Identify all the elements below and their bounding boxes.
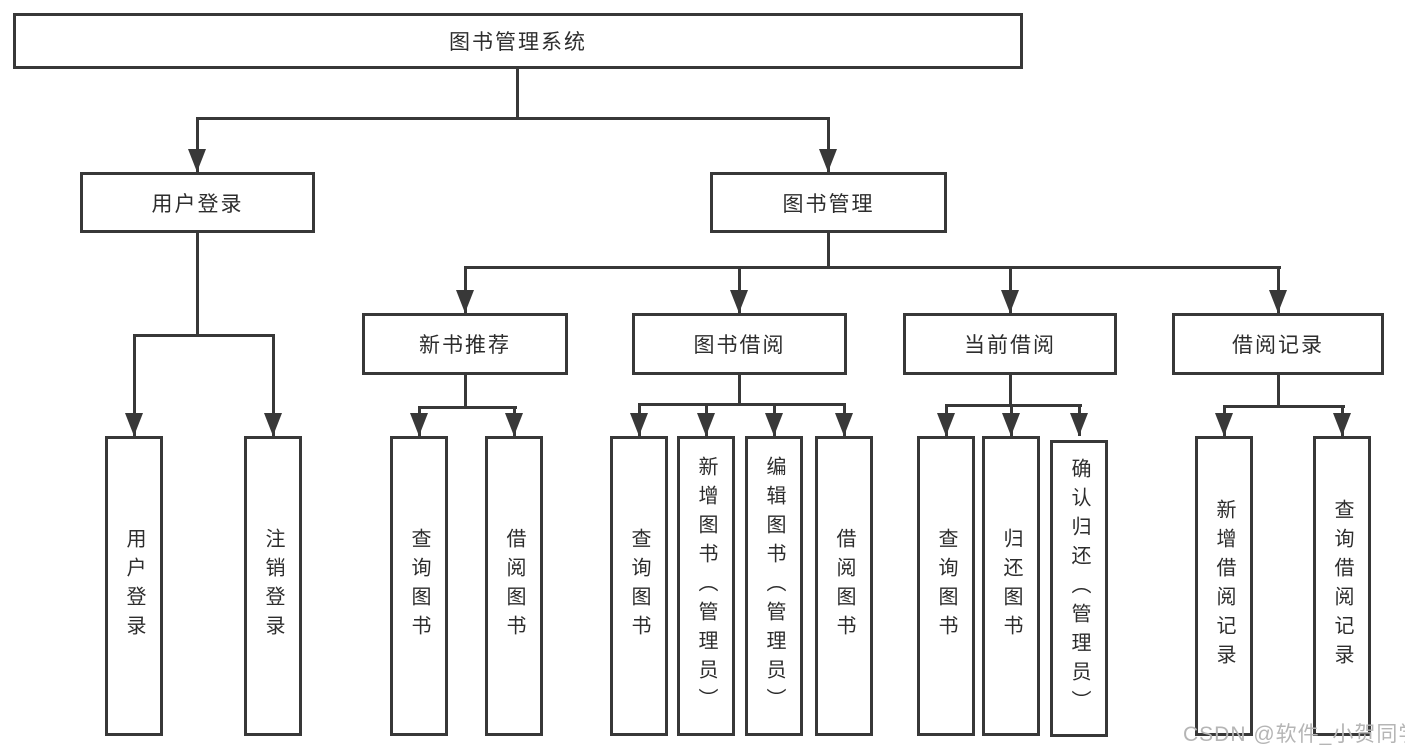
arrow-down-icon bbox=[1001, 290, 1019, 313]
connector-line bbox=[464, 266, 467, 313]
connector-line bbox=[516, 69, 519, 119]
arrow-down-icon bbox=[1002, 413, 1020, 436]
user-login-branch-box: 用户登录 bbox=[80, 172, 315, 233]
connector-line bbox=[1223, 405, 1345, 408]
leaf-br-query-record-box: 查询借阅记录 bbox=[1313, 436, 1371, 736]
leaf-cb-confirm-return-box: 确认归还（管理员） bbox=[1050, 440, 1108, 737]
book-management-branch-box: 图书管理 bbox=[710, 172, 947, 233]
root-box: 图书管理系统 bbox=[13, 13, 1023, 69]
leaf-cb-return-book-label: 归还图书 bbox=[1000, 528, 1022, 644]
leaf-bb-add-book-label: 新增图书（管理员） bbox=[695, 455, 717, 717]
leaf-nbr-query-book-label: 查询图书 bbox=[408, 528, 430, 644]
leaf-bb-edit-book-label: 编辑图书（管理员） bbox=[763, 455, 785, 717]
connector-line bbox=[196, 232, 199, 336]
connector-line bbox=[133, 334, 275, 337]
leaf-cb-return-book-box: 归还图书 bbox=[982, 436, 1040, 736]
connector-line bbox=[827, 233, 830, 269]
connector-line bbox=[738, 375, 741, 405]
connector-line bbox=[418, 406, 517, 409]
leaf-bb-add-book-box: 新增图书（管理员） bbox=[677, 436, 735, 736]
connector-line bbox=[464, 375, 467, 408]
borrow-records-box: 借阅记录 bbox=[1172, 313, 1384, 375]
arrow-down-icon bbox=[835, 413, 853, 436]
leaf-br-add-record-label: 新增借阅记录 bbox=[1213, 499, 1235, 673]
arrow-down-icon bbox=[125, 413, 143, 436]
new-book-recommend-label: 新书推荐 bbox=[419, 334, 511, 357]
leaf-cb-query-book-box: 查询图书 bbox=[917, 436, 975, 736]
csdn-watermark: CSDN @软件_小贺同学 bbox=[1183, 723, 1405, 746]
user-login-branch-label: 用户登录 bbox=[151, 192, 244, 216]
leaf-bb-query-book-box: 查询图书 bbox=[610, 436, 668, 736]
arrow-down-icon bbox=[1070, 413, 1088, 436]
arrow-down-icon bbox=[188, 149, 206, 172]
root-label: 图书管理系统 bbox=[449, 31, 587, 54]
leaf-cb-confirm-return-label: 确认归还（管理员） bbox=[1068, 458, 1090, 719]
arrow-down-icon bbox=[697, 413, 715, 436]
leaf-br-add-record-box: 新增借阅记录 bbox=[1195, 436, 1253, 736]
leaf-br-query-record-label: 查询借阅记录 bbox=[1331, 499, 1353, 673]
connector-line bbox=[738, 266, 741, 313]
leaf-logout-label: 注销登录 bbox=[262, 528, 284, 644]
connector-line bbox=[133, 334, 136, 436]
leaf-bb-borrow-book-box: 借阅图书 bbox=[815, 436, 873, 736]
leaf-nbr-query-book-box: 查询图书 bbox=[390, 436, 448, 736]
connector-line bbox=[1009, 375, 1012, 406]
leaf-bb-query-book-label: 查询图书 bbox=[628, 528, 650, 644]
leaf-cb-query-book-label: 查询图书 bbox=[935, 528, 957, 644]
connector-line bbox=[1277, 375, 1280, 407]
arrow-down-icon bbox=[730, 290, 748, 313]
arrow-down-icon bbox=[765, 413, 783, 436]
book-management-branch-label: 图书管理 bbox=[782, 192, 875, 216]
connector-line bbox=[1009, 266, 1012, 313]
connector-line bbox=[272, 334, 275, 436]
book-borrow-label: 图书借阅 bbox=[693, 334, 786, 357]
connector-line bbox=[196, 117, 199, 172]
arrow-down-icon bbox=[410, 413, 428, 436]
current-borrow-box: 当前借阅 bbox=[903, 313, 1117, 375]
arrow-down-icon bbox=[1333, 413, 1351, 436]
leaf-nbr-borrow-book-label: 借阅图书 bbox=[503, 528, 525, 644]
connector-line bbox=[638, 403, 846, 406]
new-book-recommend-box: 新书推荐 bbox=[362, 313, 568, 375]
arrow-down-icon bbox=[1215, 413, 1233, 436]
arrow-down-icon bbox=[630, 413, 648, 436]
connector-line bbox=[827, 117, 830, 172]
connector-line bbox=[464, 266, 1281, 269]
book-borrow-box: 图书借阅 bbox=[632, 313, 847, 375]
connector-line bbox=[196, 117, 830, 120]
borrow-records-label: 借阅记录 bbox=[1232, 334, 1324, 357]
arrow-down-icon bbox=[937, 413, 955, 436]
leaf-user-login-label: 用户登录 bbox=[123, 528, 145, 644]
arrow-down-icon bbox=[264, 413, 282, 436]
arrow-down-icon bbox=[505, 413, 523, 436]
leaf-nbr-borrow-book-box: 借阅图书 bbox=[485, 436, 543, 736]
arrow-down-icon bbox=[456, 290, 474, 313]
leaf-bb-borrow-book-label: 借阅图书 bbox=[833, 528, 855, 644]
arrow-down-icon bbox=[819, 149, 837, 172]
connector-line bbox=[945, 404, 1082, 407]
current-borrow-label: 当前借阅 bbox=[964, 334, 1056, 357]
leaf-bb-edit-book-box: 编辑图书（管理员） bbox=[745, 436, 803, 736]
leaf-user-login-box: 用户登录 bbox=[105, 436, 163, 736]
arrow-down-icon bbox=[1269, 290, 1287, 313]
leaf-logout-box: 注销登录 bbox=[244, 436, 302, 736]
connector-line bbox=[1277, 266, 1280, 313]
